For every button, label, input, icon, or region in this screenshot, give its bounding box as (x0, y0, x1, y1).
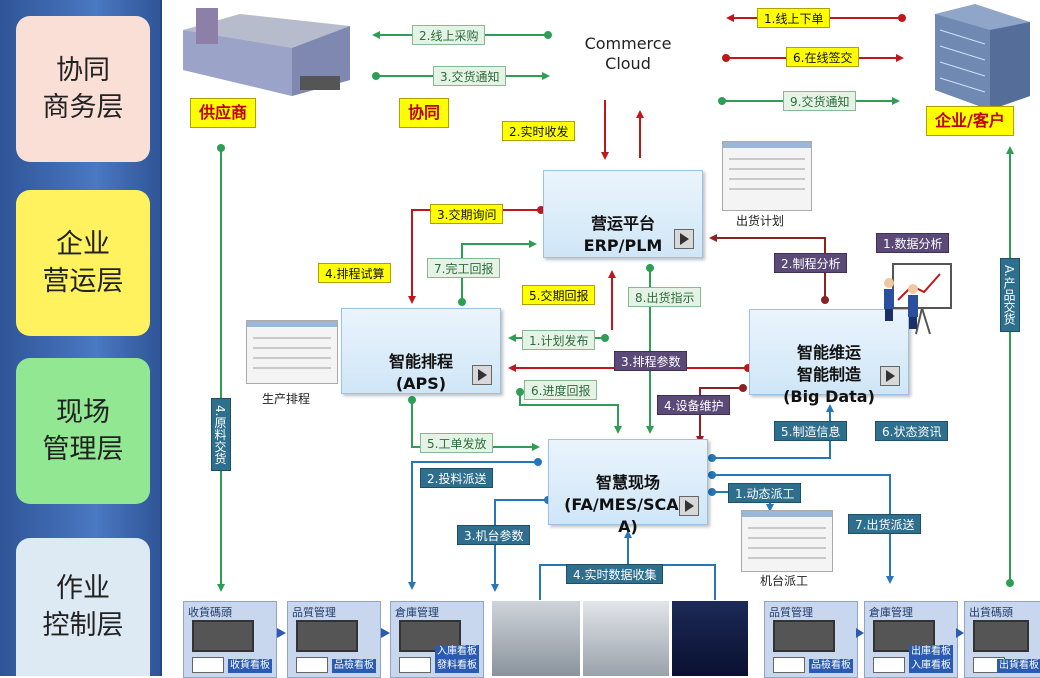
label-material-dispatch: 2.投料派送 (420, 468, 494, 488)
label-status-info: 6.状态资讯 (875, 421, 949, 441)
play-icon[interactable] (472, 365, 492, 385)
factory-floor-photo (492, 601, 580, 676)
production-line-photo (583, 601, 669, 676)
label-progress-report: 6.进度回报 (524, 380, 598, 400)
mes-box[interactable]: 智慧现场 (FA/MES/SCAD A) (548, 439, 708, 536)
board-title: 品質管理 (769, 606, 813, 619)
board-sub-label: 入庫看板 (435, 645, 479, 659)
label-online-sign: 6.在线签交 (786, 47, 860, 67)
shipping-plan-thumbnail (722, 141, 812, 211)
label-online-order: 1.线上下单 (757, 8, 831, 28)
machine-dispatch-thumbnail (741, 510, 833, 572)
shipping-dock-board: 出貨碼頭 出貨看板 (964, 601, 1040, 678)
label-machine-params: 3.机台参数 (457, 525, 531, 545)
label-manufacturing-info: 5.制造信息 (774, 421, 848, 441)
customer-label: 企业/客户 (926, 106, 1014, 136)
play-icon[interactable] (674, 229, 694, 249)
layer-sidebar: 协同 商务层 企业 营运层 现场 管理层 作业 控制层 (0, 0, 162, 676)
warehouse-management-board-1: 倉庫管理 入庫看板 發料看板 (390, 601, 484, 678)
label-delivery-inquiry: 3.交期询问 (430, 204, 504, 224)
layer-operation-control: 作业 控制层 (16, 538, 150, 676)
server-room-photo (672, 601, 748, 676)
production-schedule-caption: 生产排程 (262, 392, 311, 406)
label-schedule-params: 3.排程参数 (614, 351, 688, 371)
label-equipment-maintenance: 4.设备维护 (657, 395, 731, 415)
aps-title: 智能排程 (APS) (388, 352, 453, 393)
label-dynamic-dispatch: 1.动态派工 (728, 483, 802, 503)
label-shipping-dispatch: 7.出货派送 (848, 514, 922, 534)
label-online-purchase: 2.线上采购 (412, 25, 486, 45)
board-title: 出貨碼頭 (969, 606, 1013, 619)
board-title: 收貨碼頭 (188, 606, 232, 619)
warehouse-management-board-2: 倉庫管理 出庫看板 入庫看板 (864, 601, 958, 678)
quality-management-board-2: 品質管理 品檢看板 (764, 601, 858, 678)
board-sub-label: 品檢看板 (332, 659, 376, 673)
label-data-analysis: 1.数据分析 (876, 233, 950, 253)
play-icon[interactable] (880, 366, 900, 386)
label-delivery-notice-3: 3.交货通知 (433, 66, 507, 86)
label-schedule-trial: 4.排程试算 (318, 263, 392, 283)
collaboration-label: 协同 (399, 98, 450, 128)
big-data-box[interactable]: 智能维运 智能制造 (Big Data) (749, 309, 909, 406)
layer-collaborative-business: 协同 商务层 (16, 16, 150, 162)
mes-title: 智慧现场 (FA/MES/SCAD A) (564, 473, 692, 536)
label-work-order: 5.工单发放 (420, 433, 494, 453)
board-sub-label: 品檢看板 (809, 659, 853, 673)
board-title: 倉庫管理 (869, 606, 913, 619)
label-completion-report: 7.完工回报 (427, 258, 501, 278)
board-title: 倉庫管理 (395, 606, 439, 619)
board-sub-label: 出庫看板 (909, 645, 953, 659)
label-realtime-receipt: 2.实时收发 (502, 121, 576, 141)
quality-management-board-1: 品質管理 品檢看板 (287, 601, 381, 678)
board-title: 品質管理 (292, 606, 336, 619)
play-icon[interactable] (679, 496, 699, 516)
label-realtime-collect: 4.实时数据收集 (566, 564, 664, 584)
production-schedule-thumbnail (246, 320, 338, 384)
label-process-analysis: 2.制程分析 (774, 253, 848, 273)
label-plan-release: 1.计划发布 (522, 330, 596, 350)
label-shipping-instruction: 8.出货指示 (628, 287, 702, 307)
label-product-delivery: A.产品交货 (1000, 258, 1020, 332)
board-sub-label: 入庫看板 (909, 659, 953, 673)
machine-dispatch-caption: 机台派工 (760, 574, 809, 588)
label-delivery-reply: 5.交期回报 (522, 285, 596, 305)
shipping-plan-caption: 出货计划 (736, 214, 785, 228)
board-sub-label: 發料看板 (435, 659, 479, 673)
label-raw-material-delivery: 4.原料交货 (211, 398, 231, 472)
commerce-cloud-label: Commerce Cloud (584, 34, 672, 73)
erp-plm-title: 营运平台 ERP/PLM (583, 214, 663, 255)
big-data-title: 智能维运 智能制造 (Big Data) (783, 343, 875, 406)
label-delivery-notice-9: 9.交货通知 (783, 91, 857, 111)
aps-box[interactable]: 智能排程 (APS) (341, 308, 501, 394)
board-sub-label: 出貨看板 (997, 659, 1040, 673)
supplier-label: 供应商 (190, 98, 257, 128)
board-sub-label: 收貨看板 (228, 659, 272, 673)
layer-enterprise-operation: 企业 营运层 (16, 190, 150, 336)
erp-plm-box[interactable]: 营运平台 ERP/PLM (543, 170, 703, 258)
layer-site-management: 现场 管理层 (16, 358, 150, 504)
